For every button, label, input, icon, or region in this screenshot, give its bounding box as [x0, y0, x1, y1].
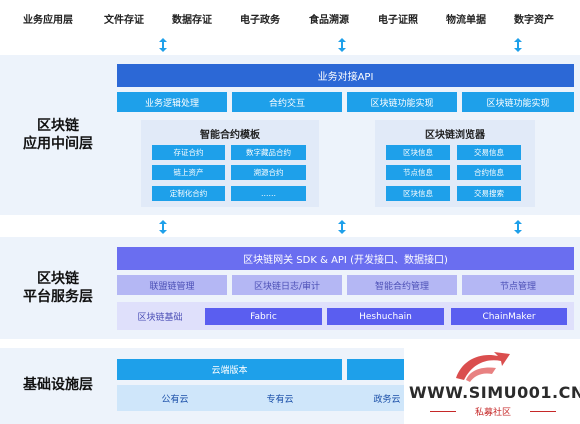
double-arrow-icon: [158, 38, 168, 52]
function-cell-blockchain-function-2: 区块链功能实现: [462, 92, 574, 112]
watermark-subtitle-line-left: [430, 411, 456, 412]
platform-heshuchain: Heshuchain: [327, 308, 444, 325]
blockchain-base-label: 区块链基础: [137, 312, 183, 323]
service-node-management: 节点管理: [462, 275, 574, 295]
top-item-food-tracing: 食品溯源: [309, 14, 349, 26]
double-arrow-icon: [337, 220, 347, 234]
tag-digital-collectible-contract: 数字藏品合约: [231, 145, 306, 160]
service-blockchain-log-audit: 区块链日志/审计: [232, 275, 342, 295]
double-arrow-icon: [158, 220, 168, 234]
tag-onchain-assets: 链上资产: [152, 165, 225, 180]
double-arrow-icon: [513, 220, 523, 234]
application-layer-title-line1: 区块链: [37, 118, 79, 134]
double-arrow-icon: [513, 38, 523, 52]
business-api-bar: 业务对接API: [117, 64, 574, 87]
top-item-file-evidence: 文件存证: [104, 14, 144, 26]
tag-block-info-2: 区块信息: [386, 186, 450, 201]
tag-transaction-search: 交易搜索: [457, 186, 521, 201]
platform-layer-title-line2: 平台服务层: [23, 289, 93, 305]
function-cell-contract-interaction: 合约交互: [232, 92, 342, 112]
watermark-subtitle-line-right: [530, 411, 556, 412]
platform-layer-title-line1: 区块链: [37, 271, 79, 287]
infrastructure-layer-title: 基础设施层: [23, 377, 93, 393]
platform-chainmaker: ChainMaker: [451, 308, 567, 325]
tag-transaction-info: 交易信息: [457, 145, 521, 160]
cloud-version-bar-left: 云端版本: [117, 359, 342, 380]
top-item-logistics-docs: 物流单据: [446, 14, 486, 26]
tag-custom-contract: 定制化合约: [152, 186, 225, 201]
double-arrow-icon: [337, 38, 347, 52]
watermark-subtitle: 私募社区: [474, 408, 511, 418]
gateway-sdk-api-bar: 区块链网关 SDK & API (开发接口、数据接口): [117, 247, 574, 270]
function-cell-blockchain-function-1: 区块链功能实现: [347, 92, 457, 112]
top-item-e-government: 电子政务: [240, 14, 280, 26]
watermark-site-text: WWW.SIMU001.CN: [409, 383, 580, 402]
top-item-e-license: 电子证照: [378, 14, 418, 26]
tag-block-info: 区块信息: [386, 145, 450, 160]
top-item-data-evidence: 数据存证: [172, 14, 212, 26]
tag-node-info: 节点信息: [386, 165, 450, 180]
cloud-public: 公有云: [161, 394, 189, 405]
cloud-government: 政务云: [373, 394, 401, 405]
function-cell-business-logic: 业务逻辑处理: [117, 92, 227, 112]
smart-contract-template-title: 智能合约模板: [200, 129, 260, 141]
service-smart-contract-management: 智能合约管理: [347, 275, 457, 295]
cloud-private: 专有云: [266, 394, 294, 405]
tag-evidence-contract: 存证合约: [152, 145, 225, 160]
application-layer-title-line2: 应用中间层: [23, 136, 93, 152]
service-consortium-chain-management: 联盟链管理: [117, 275, 227, 295]
platform-fabric: Fabric: [205, 308, 322, 325]
tag-contract-info: 合约信息: [457, 165, 521, 180]
blockchain-browser-title: 区块链浏览器: [425, 129, 485, 141]
platform-layer-title: 区块链 平台服务层: [8, 270, 108, 306]
top-item-business-app-layer: 业务应用层: [23, 14, 73, 26]
watermark-logo-icon: [452, 350, 516, 388]
top-item-digital-assets: 数字资产: [514, 14, 554, 26]
tag-ellipsis: ……: [231, 186, 306, 201]
application-layer-title: 区块链 应用中间层: [8, 117, 108, 153]
tag-tracing-contract: 溯源合约: [231, 165, 306, 180]
